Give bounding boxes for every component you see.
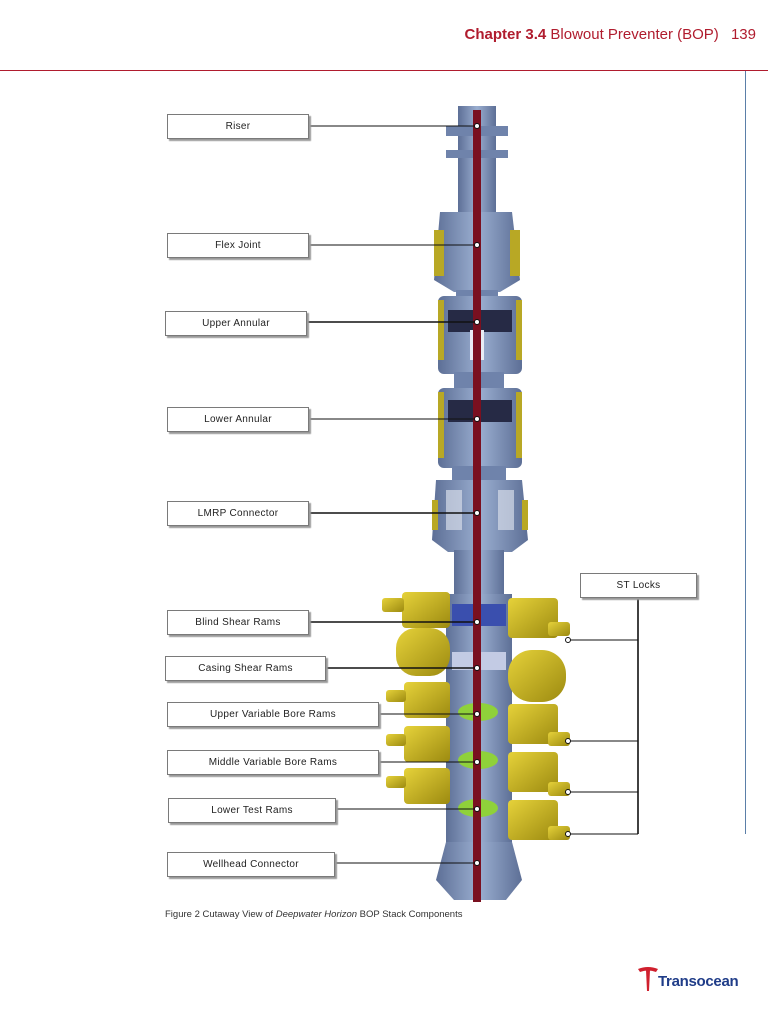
page-number: 139 xyxy=(730,26,756,43)
caption-suffix: BOP Stack Components xyxy=(357,909,463,920)
side-rule xyxy=(745,71,746,834)
ram-operators-left xyxy=(382,592,450,804)
label-st-locks: ST Locks xyxy=(580,573,697,598)
header-rule xyxy=(0,70,768,71)
label-flex-joint: Flex Joint xyxy=(167,233,309,258)
logo-text: Transocean xyxy=(658,973,739,990)
leader-dots xyxy=(474,123,571,866)
page-header: Chapter 3.4 Blowout Preventer (BOP) 139 xyxy=(0,0,768,72)
label-upper-annular: Upper Annular xyxy=(165,311,307,336)
chapter-title: Blowout Preventer (BOP) xyxy=(550,26,719,43)
transocean-t-icon xyxy=(638,967,658,991)
header-text: Chapter 3.4 Blowout Preventer (BOP) 139 xyxy=(465,26,756,43)
label-lmrp-connector: LMRP Connector xyxy=(167,501,309,526)
label-upper-variable-bore-rams: Upper Variable Bore Rams xyxy=(167,702,379,727)
chapter-number: Chapter 3.4 xyxy=(464,26,547,43)
caption-italic: Deepwater Horizon xyxy=(275,909,358,920)
figure-caption: Figure 2 Cutaway View of Deepwater Horiz… xyxy=(165,909,462,920)
label-blind-shear-rams: Blind Shear Rams xyxy=(167,610,309,635)
transocean-logo: Transocean xyxy=(636,965,748,993)
label-wellhead-connector: Wellhead Connector xyxy=(167,852,335,877)
label-lower-test-rams: Lower Test Rams xyxy=(168,798,336,823)
label-casing-shear-rams: Casing Shear Rams xyxy=(165,656,326,681)
label-middle-variable-bore-rams: Middle Variable Bore Rams xyxy=(167,750,379,775)
caption-prefix: Figure 2 Cutaway View of xyxy=(165,909,276,920)
leader-lines xyxy=(306,125,639,864)
label-lower-annular: Lower Annular xyxy=(167,407,309,432)
wellbore xyxy=(473,110,481,902)
label-riser: Riser xyxy=(167,114,309,139)
ram-operators-right xyxy=(508,598,570,840)
